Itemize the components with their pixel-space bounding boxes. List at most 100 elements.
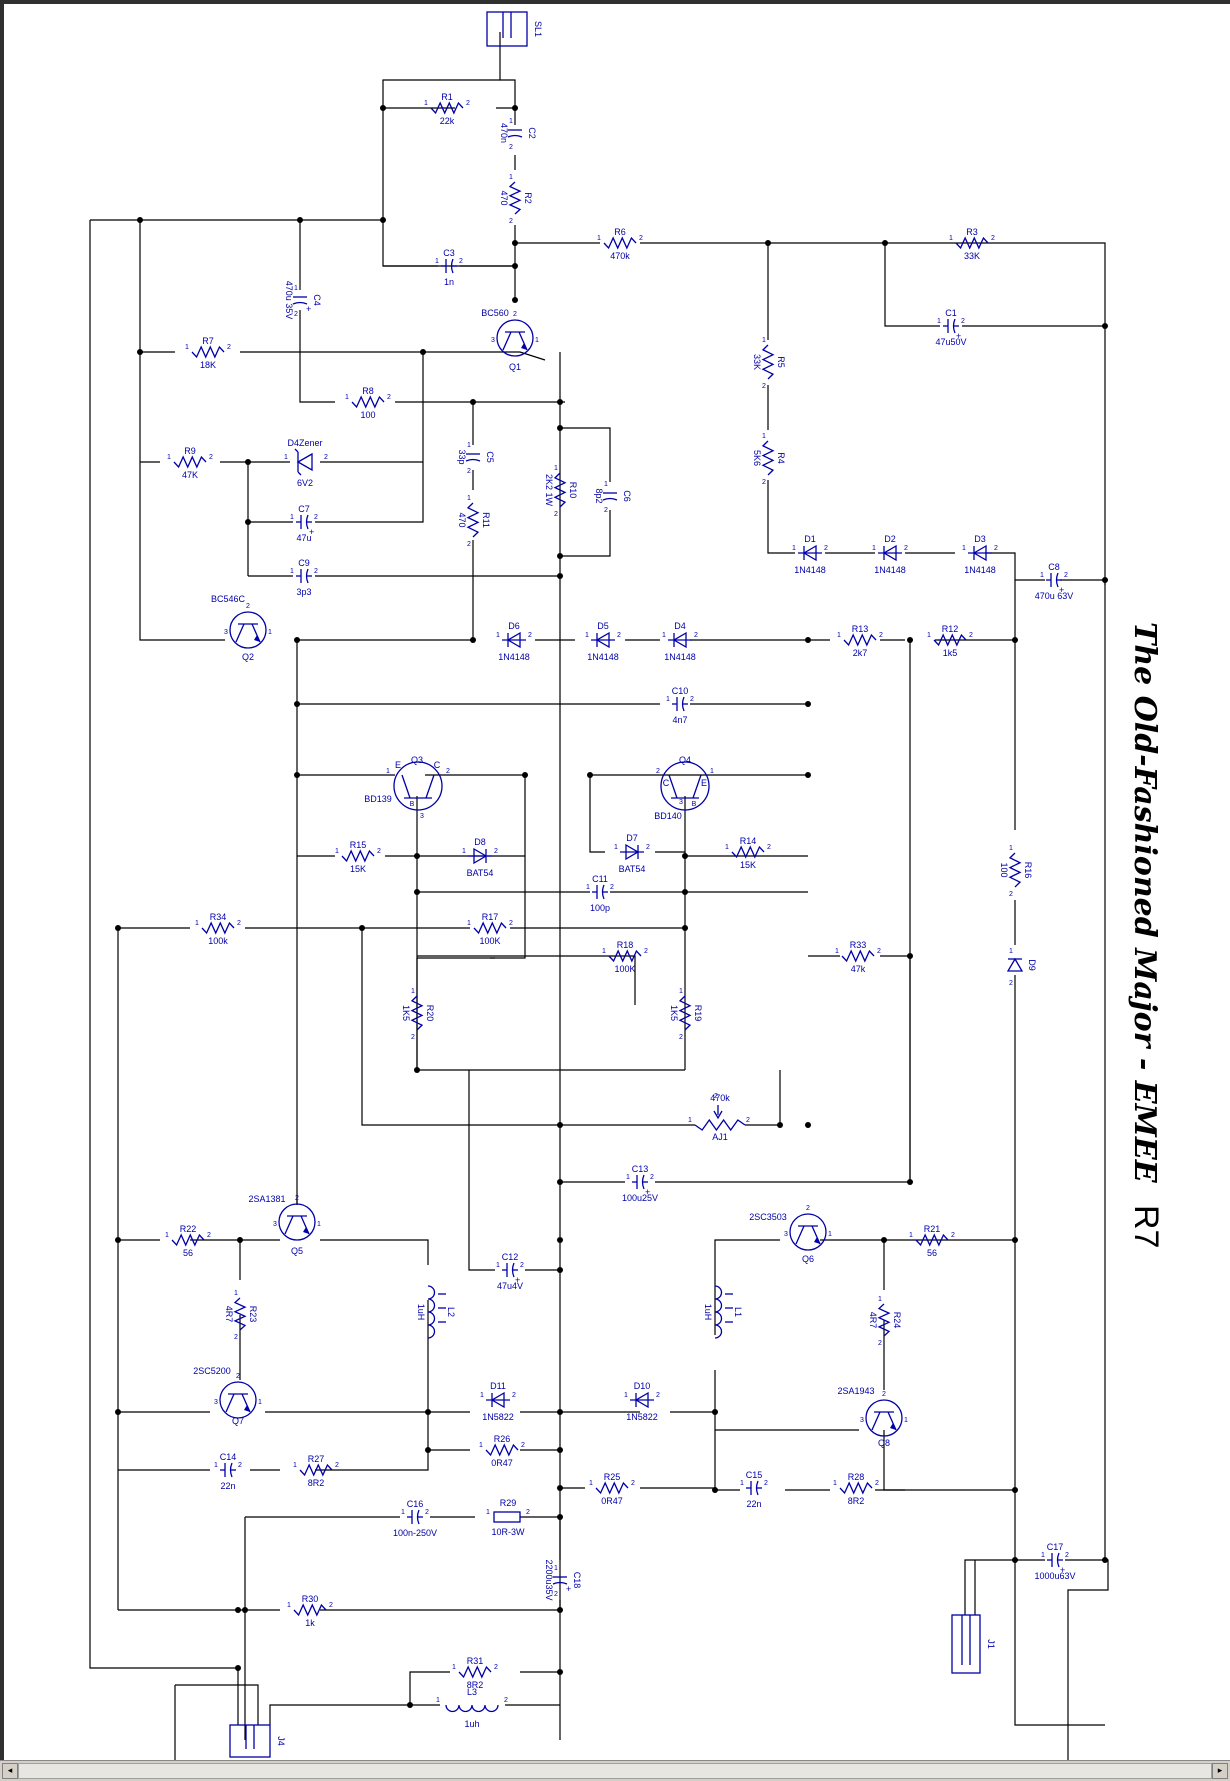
transistor-arrow bbox=[244, 1405, 250, 1412]
junction bbox=[557, 399, 563, 405]
junction bbox=[557, 553, 563, 559]
transistor-collector bbox=[235, 623, 245, 643]
component-label: 470k bbox=[710, 1093, 730, 1103]
transistor-collector bbox=[425, 774, 435, 799]
resistor-body bbox=[191, 345, 225, 359]
transistor-collector bbox=[795, 1225, 805, 1245]
component-label: 2 bbox=[554, 1591, 558, 1598]
scrollbar-thumb[interactable] bbox=[18, 1763, 1212, 1779]
component-label: 1N5822 bbox=[626, 1412, 658, 1422]
component-label: E bbox=[701, 778, 707, 788]
component-label: D5 bbox=[597, 621, 609, 631]
capacitor-plate bbox=[1055, 572, 1059, 588]
component-label: 1n bbox=[444, 277, 454, 287]
component-label: 2 bbox=[526, 1509, 530, 1516]
component-label: 2 bbox=[459, 258, 463, 265]
resistor-body bbox=[608, 949, 642, 963]
component-label: 18K bbox=[200, 360, 216, 370]
component-label: D4 bbox=[674, 621, 686, 631]
component-label: 2 bbox=[690, 696, 694, 703]
component-label: 1uH bbox=[416, 1304, 426, 1321]
wire bbox=[1065, 1559, 1109, 1760]
component-label: 1 bbox=[762, 337, 766, 344]
wire bbox=[468, 1070, 495, 1271]
component-label: 8p2 bbox=[594, 488, 604, 503]
component-label: 2K2 1W bbox=[544, 474, 554, 507]
component-label: 1 bbox=[1009, 948, 1013, 955]
resistor-body bbox=[955, 236, 989, 250]
component-label: R23 bbox=[248, 1306, 258, 1323]
component-label: 1 bbox=[195, 920, 199, 927]
resistor-body bbox=[410, 995, 424, 1031]
wire bbox=[416, 958, 685, 1071]
junction bbox=[557, 1409, 563, 1415]
component-label: 33K bbox=[752, 354, 762, 370]
component-label: 22n bbox=[746, 1499, 761, 1509]
component-label: D9 bbox=[1027, 959, 1037, 971]
junction bbox=[557, 425, 563, 431]
component-label: BC560 bbox=[481, 308, 509, 318]
component-label: L2 bbox=[446, 1307, 456, 1317]
junction bbox=[115, 1237, 121, 1243]
wire bbox=[560, 510, 611, 557]
component-label: BD140 bbox=[654, 811, 682, 821]
component-label: Q1 bbox=[509, 362, 521, 372]
wire bbox=[240, 351, 546, 361]
component-label: 2 bbox=[694, 632, 698, 639]
component-label: 3 bbox=[679, 799, 683, 806]
component-label: R7 bbox=[202, 336, 214, 346]
component-label: 47K bbox=[182, 470, 198, 480]
component-label: 1 bbox=[597, 235, 601, 242]
component-label: 2 bbox=[762, 479, 766, 486]
horizontal-scrollbar[interactable]: ◂ ▸ bbox=[0, 1760, 1230, 1781]
junction-dots bbox=[115, 105, 1108, 1708]
component-label: 1k5 bbox=[943, 648, 958, 658]
transistor-arrow bbox=[254, 635, 260, 642]
scroll-right-icon[interactable]: ▸ bbox=[1212, 1763, 1228, 1779]
component-label: D8 bbox=[474, 837, 486, 847]
wire bbox=[714, 1239, 780, 1335]
component-label: C2 bbox=[527, 127, 537, 139]
junction bbox=[115, 1409, 121, 1415]
component-label: R11 bbox=[481, 512, 491, 528]
component-label: 2 bbox=[324, 454, 328, 461]
component-label: 1N4148 bbox=[664, 652, 696, 662]
component-label: 100 bbox=[360, 410, 375, 420]
scroll-left-icon[interactable]: ◂ bbox=[2, 1763, 18, 1779]
component-label: 1 bbox=[585, 632, 589, 639]
resistor-body bbox=[678, 995, 692, 1031]
component-label: C6 bbox=[622, 490, 632, 502]
capacitor-plate bbox=[602, 497, 618, 501]
resistor-body bbox=[933, 633, 967, 647]
wires bbox=[89, 32, 1109, 1760]
component-label: 1 bbox=[872, 545, 876, 552]
component-label: 3 bbox=[214, 1399, 218, 1406]
component-label: 1N4148 bbox=[964, 565, 996, 575]
component-label: 1 bbox=[554, 1565, 558, 1572]
transistor-collector bbox=[225, 1393, 235, 1413]
transistor-arrow bbox=[814, 1237, 820, 1244]
wire bbox=[315, 352, 424, 523]
component-label: J4 bbox=[276, 1736, 286, 1746]
component-label: 470n bbox=[499, 123, 509, 143]
transistor-body bbox=[660, 761, 710, 811]
transistor-body bbox=[393, 761, 443, 811]
component-label: 1 bbox=[586, 884, 590, 891]
resistor-body bbox=[493, 1511, 521, 1523]
revision-label: R7 bbox=[1127, 1205, 1165, 1248]
component-label: Q2 bbox=[242, 652, 254, 662]
component-label: 1 bbox=[317, 1221, 321, 1228]
component-label: 2 bbox=[246, 603, 250, 610]
junction bbox=[1102, 323, 1108, 329]
transistor-collector bbox=[871, 1411, 881, 1431]
